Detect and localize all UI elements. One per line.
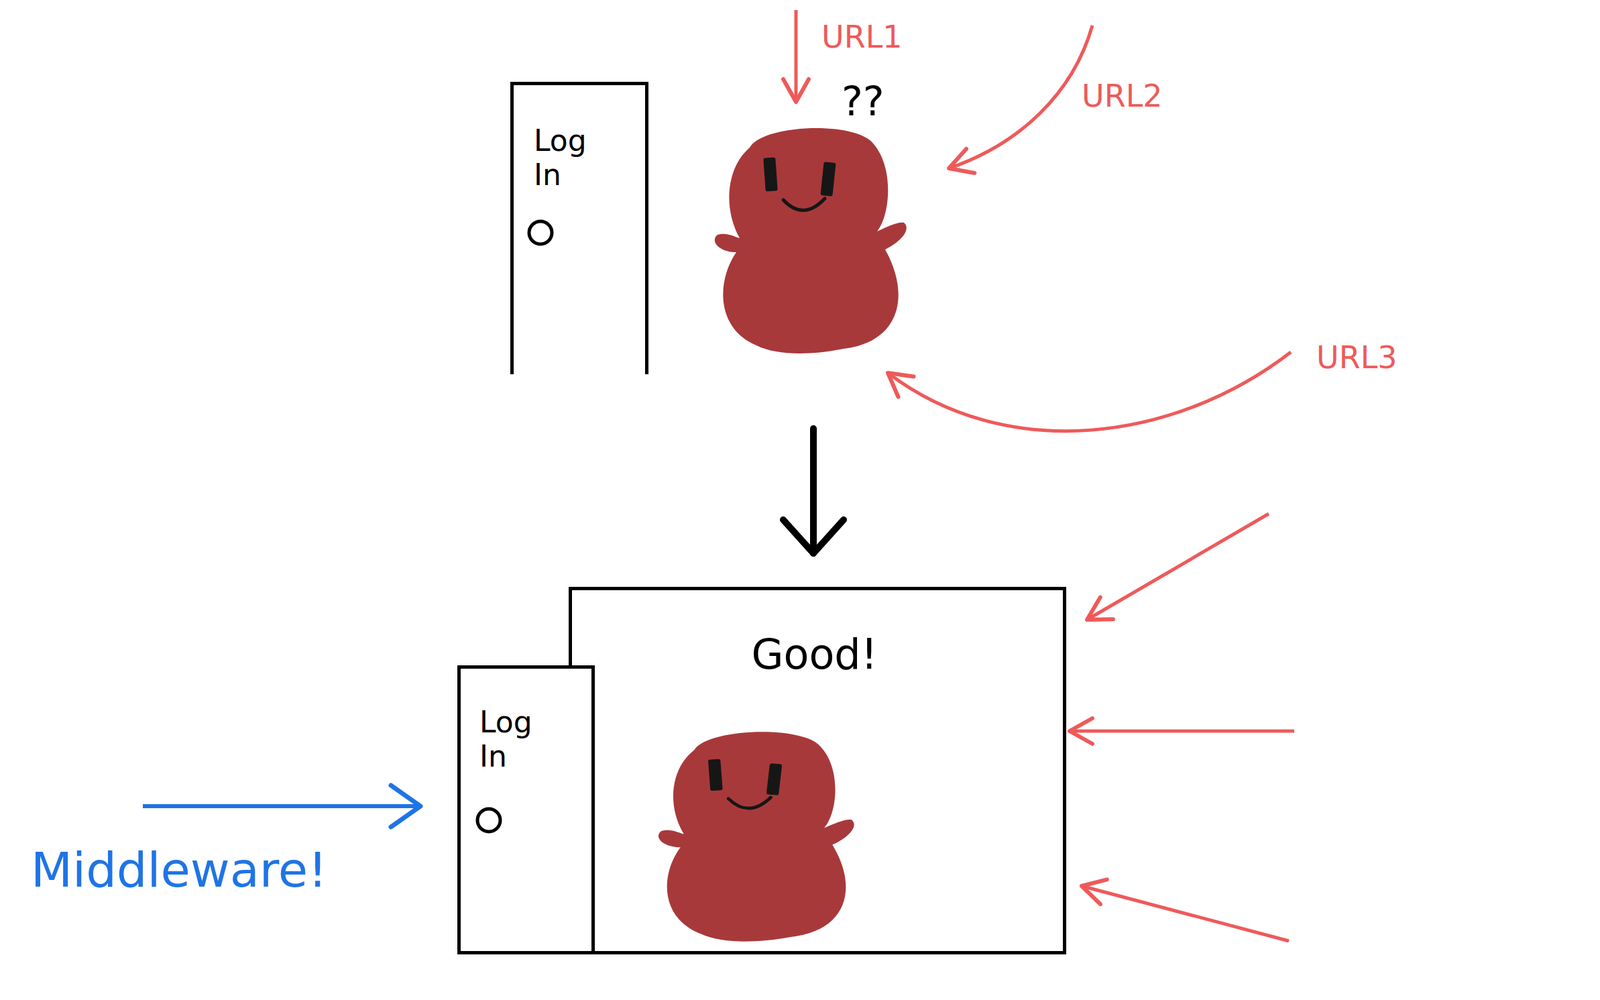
- url-arrow: [794, 10, 798, 102]
- confused-mark: ??: [841, 79, 885, 124]
- blob-character: [714, 128, 907, 354]
- node-text: Good!: [572, 630, 1057, 678]
- door: Log In: [510, 81, 649, 375]
- page-box: Good!: [568, 586, 1067, 955]
- middleware-label: Middleware!: [30, 843, 328, 897]
- transition-arrow: [810, 428, 817, 554]
- node-text: Log In: [479, 705, 560, 774]
- url-arrow: [948, 25, 1093, 169]
- url-label: URL3: [1316, 340, 1398, 375]
- door-knob: [468, 800, 530, 841]
- url-label: URL2: [1081, 79, 1163, 114]
- url-arrow: [1069, 729, 1295, 733]
- door-knob: [529, 221, 552, 245]
- door: Log In: [457, 665, 595, 955]
- blob-character: [658, 731, 855, 941]
- url-arrow: [1081, 885, 1289, 941]
- middleware-arrow: [142, 804, 421, 809]
- url-label: URL1: [821, 20, 903, 55]
- url-arrow: [1087, 513, 1269, 620]
- url-arrow: [887, 352, 1291, 432]
- node-text: Log In: [533, 124, 615, 192]
